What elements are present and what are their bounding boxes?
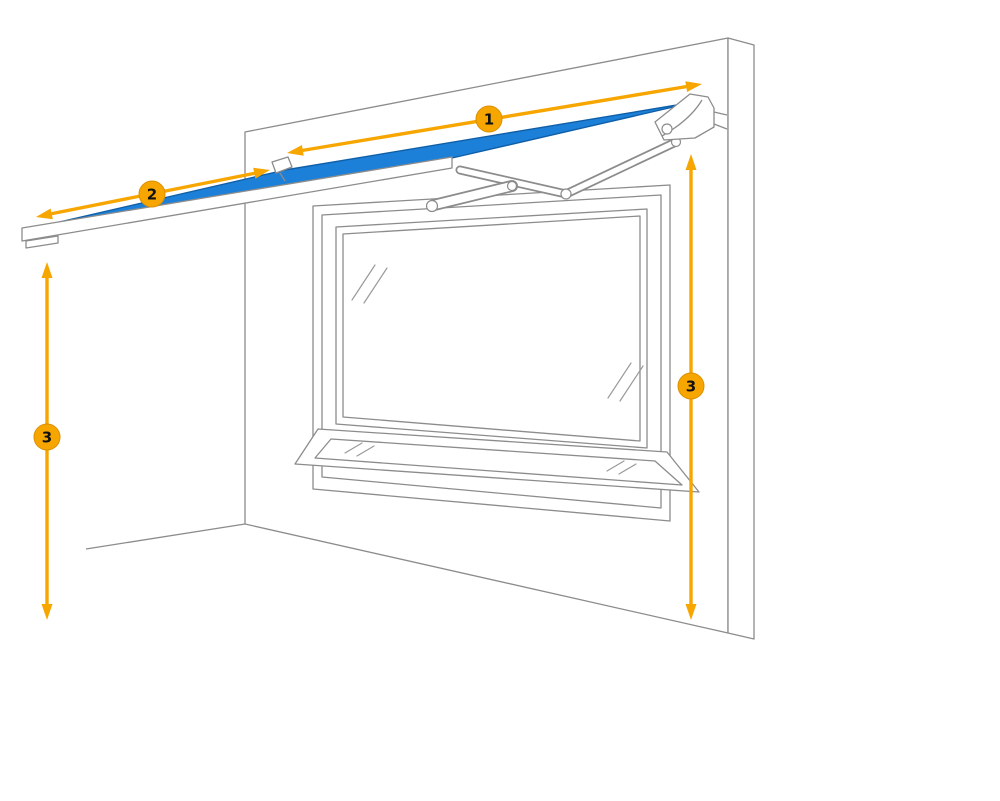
front-bar-lip [25, 235, 59, 249]
sash-reflection-line [618, 463, 637, 475]
badge-circle-3-right [677, 372, 705, 400]
dim-arrow-height-front: 3 [33, 262, 61, 620]
badge-circle-2 [138, 180, 166, 208]
wall-bracket-left-pin [279, 172, 286, 182]
window-inner-frame [321, 194, 662, 509]
badge-label-1: 1 [484, 110, 494, 128]
sash-reflection-line [344, 442, 363, 454]
arm-left-tube-highlight [429, 181, 517, 210]
badge-circle-3-left [33, 423, 61, 451]
callout-badge-height-wall: 3 [677, 372, 705, 400]
badge-label-3-left: 3 [42, 428, 52, 446]
support-arm-left [425, 180, 518, 213]
dim-width-arrowhead-right [685, 81, 702, 92]
badge-label-3-right: 3 [686, 377, 696, 395]
dim-height-wall-arrowhead-top [685, 154, 697, 170]
window-glazing-bead [335, 208, 648, 449]
badge-label-2: 2 [147, 185, 157, 203]
glass-reflection-line [619, 365, 644, 402]
glass-reflection-line [607, 362, 632, 399]
cassette [654, 93, 728, 141]
sash-reflection-line [356, 445, 375, 457]
awning [21, 93, 728, 249]
dimension-annotations: 1 2 3 [33, 81, 705, 620]
badge-circle-1 [475, 105, 503, 133]
cassette-wall-bracket [713, 111, 728, 116]
arm-right-elbow-joint [560, 188, 572, 200]
sash-reflection-line [606, 460, 625, 472]
dim-height-front-arrowhead-top [41, 262, 53, 278]
callout-badge-height-front: 3 [33, 423, 61, 451]
front-bar [21, 156, 453, 242]
callout-badge-projection: 2 [138, 180, 166, 208]
window-glass [342, 215, 641, 442]
dim-height-wall-arrowhead-bottom [685, 604, 697, 620]
arm-left-joint [506, 180, 518, 192]
wall-side-edge [727, 37, 755, 640]
glass-reflection-line [363, 267, 388, 304]
cassette-wall-bracket [713, 123, 728, 130]
dim-arrow-width: 1 [287, 81, 702, 156]
cassette-roller-cap [661, 123, 673, 135]
dim-projection-arrowhead-right [253, 167, 270, 179]
wall-bracket-left [271, 156, 293, 174]
dim-arrow-projection: 2 [36, 167, 270, 220]
floor-edge-line [85, 523, 246, 550]
dim-arrow-height-wall: 3 [677, 154, 705, 620]
sash-outer-frame [294, 428, 700, 493]
callout-badge-width: 1 [475, 105, 503, 133]
arm-left-end-cap [425, 199, 439, 213]
dim-projection-arrowhead-left [36, 208, 53, 220]
glass-reflection-line [351, 264, 376, 301]
awning-window-sash [294, 428, 700, 493]
dim-height-front-arrowhead-bottom [41, 604, 53, 620]
dim-width-arrowhead-left [287, 145, 304, 156]
sash-inner-frame [314, 438, 683, 486]
